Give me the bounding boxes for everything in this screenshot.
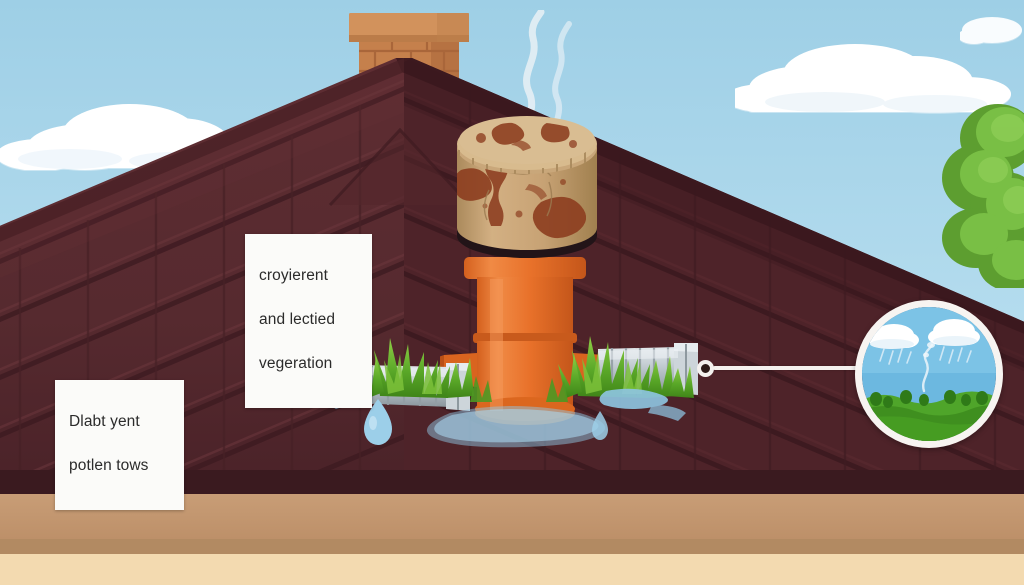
corroded-vent-cap <box>457 116 597 258</box>
inset-connector-line <box>713 366 866 370</box>
label-vent: Dlabt yent potlen tows <box>55 380 184 510</box>
label-vent-line-2: potlen tows <box>69 457 149 474</box>
cloud-small-topright <box>960 17 1022 44</box>
background-tree <box>942 104 1024 288</box>
label-vent-line-1: Dlabt yent <box>69 413 140 430</box>
inset-connector-dot <box>697 360 714 377</box>
label-vegetation-line-2: and lectied <box>259 311 336 328</box>
landscape-inset[interactable] <box>855 300 1003 448</box>
house-wall <box>0 554 1024 585</box>
cloud-right <box>735 44 1011 113</box>
label-vegetation-line-3: vegeration <box>259 355 333 372</box>
label-vegetation: croyierent and lectied vegeration <box>245 234 372 408</box>
label-vegetation-line-1: croyierent <box>259 267 329 284</box>
fascia-shadow-line <box>0 539 1024 554</box>
